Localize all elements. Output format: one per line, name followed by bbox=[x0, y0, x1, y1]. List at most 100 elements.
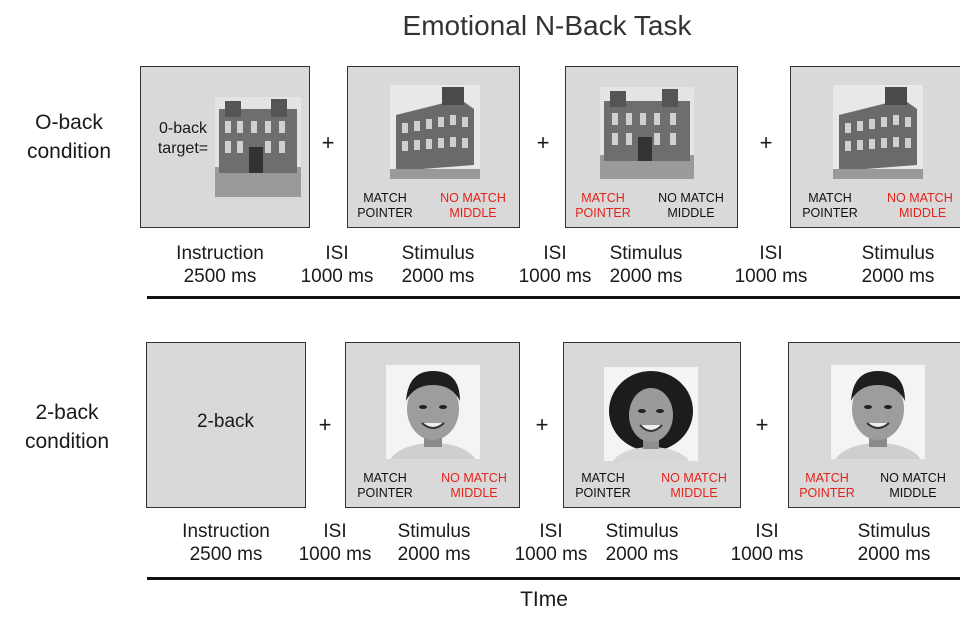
no-match-middle-label: NO MATCH MIDDLE bbox=[650, 471, 738, 501]
timing-stimulus: Stimulus 2000 ms bbox=[596, 242, 696, 288]
label-line: NO MATCH bbox=[880, 471, 946, 485]
timing-value: 2000 ms bbox=[857, 544, 931, 565]
label-line: POINTER bbox=[799, 486, 855, 500]
timing-value: 2500 ms bbox=[183, 266, 257, 287]
stimulus-panel-2: MATCH POINTER NO MATCH MIDDLE bbox=[563, 342, 741, 508]
instruction-line: target= bbox=[157, 140, 209, 157]
timing-value: 2000 ms bbox=[397, 544, 471, 565]
label-line: NO MATCH bbox=[440, 191, 506, 205]
timing-isi: ISI 1000 ms bbox=[292, 520, 378, 566]
label-line: POINTER bbox=[357, 206, 413, 220]
label-line: MATCH bbox=[805, 471, 849, 485]
label-line: MATCH bbox=[581, 191, 625, 205]
timing-isi: ISI 1000 ms bbox=[724, 520, 810, 566]
timing-label: Stimulus bbox=[397, 521, 471, 542]
timing-value: 1000 ms bbox=[300, 266, 374, 287]
label-line: MATCH bbox=[363, 191, 407, 205]
timing-value: 1000 ms bbox=[734, 266, 808, 287]
timing-label: Stimulus bbox=[401, 243, 475, 264]
building-stimulus-image bbox=[600, 87, 694, 179]
instruction-text: 2-back bbox=[196, 411, 255, 432]
timing-label: Stimulus bbox=[605, 521, 679, 542]
instruction-line: 0-back bbox=[158, 120, 208, 137]
timing-label: Instruction bbox=[176, 243, 264, 264]
timing-label: Stimulus bbox=[857, 521, 931, 542]
timing-stimulus: Stimulus 2000 ms bbox=[388, 242, 488, 288]
label-line: POINTER bbox=[802, 206, 858, 220]
timing-value: 1000 ms bbox=[518, 266, 592, 287]
timing-label: ISI bbox=[539, 521, 563, 542]
stimulus-panel-2: MATCH POINTER NO MATCH MIDDLE bbox=[565, 66, 738, 228]
instruction-panel-2back: 2-back bbox=[146, 342, 306, 508]
timing-value: 1000 ms bbox=[298, 544, 372, 565]
label-line: NO MATCH bbox=[658, 191, 724, 205]
fixation-cross: + bbox=[755, 412, 769, 437]
no-match-middle-label: NO MATCH MIDDLE bbox=[430, 471, 518, 501]
timing-isi: ISI 1000 ms bbox=[728, 242, 814, 288]
instruction-text: 0-back target= bbox=[147, 119, 219, 159]
no-match-middle-label: NO MATCH MIDDLE bbox=[869, 471, 957, 501]
face-stimulus-image bbox=[831, 365, 925, 459]
fixation-cross: + bbox=[318, 412, 332, 437]
condition-label-0back: O-back condition bbox=[4, 108, 134, 166]
condition-line: condition bbox=[26, 140, 112, 163]
timing-stimulus: Stimulus 2000 ms bbox=[592, 520, 692, 566]
label-line: MATCH bbox=[808, 191, 852, 205]
no-match-middle-label: NO MATCH MIDDLE bbox=[648, 191, 734, 221]
match-pointer-label: MATCH POINTER bbox=[350, 471, 420, 501]
timing-label: Instruction bbox=[182, 521, 270, 542]
timing-value: 2500 ms bbox=[189, 544, 263, 565]
building-target-image bbox=[215, 97, 301, 197]
timing-isi: ISI 1000 ms bbox=[508, 520, 594, 566]
label-line: MIDDLE bbox=[450, 486, 498, 500]
condition-line: O-back bbox=[35, 111, 103, 134]
timing-value: 2000 ms bbox=[609, 266, 683, 287]
stimulus-panel-1: MATCH POINTER NO MATCH MIDDLE bbox=[347, 66, 520, 228]
timing-stimulus: Stimulus 2000 ms bbox=[384, 520, 484, 566]
condition-line: condition bbox=[24, 430, 110, 453]
stimulus-panel-1: MATCH POINTER NO MATCH MIDDLE bbox=[345, 342, 520, 508]
building-stimulus-image bbox=[833, 85, 923, 179]
match-pointer-label: MATCH POINTER bbox=[793, 471, 861, 501]
label-line: POINTER bbox=[575, 486, 631, 500]
timing-value: 2000 ms bbox=[861, 266, 935, 287]
timing-value: 2000 ms bbox=[401, 266, 475, 287]
timeline-axis bbox=[147, 577, 960, 580]
label-line: NO MATCH bbox=[887, 191, 953, 205]
label-line: MIDDLE bbox=[667, 206, 715, 220]
fixation-cross: + bbox=[321, 130, 335, 155]
timing-value: 1000 ms bbox=[514, 544, 588, 565]
timing-label: ISI bbox=[323, 521, 347, 542]
stimulus-panel-3: MATCH POINTER NO MATCH MIDDLE bbox=[790, 66, 960, 228]
label-line: MIDDLE bbox=[899, 206, 947, 220]
diagram-title: Emotional N-Back Task bbox=[402, 10, 692, 41]
building-stimulus-image bbox=[390, 85, 480, 179]
label-line: NO MATCH bbox=[441, 471, 507, 485]
label-line: MIDDLE bbox=[889, 486, 937, 500]
label-line: POINTER bbox=[575, 206, 631, 220]
no-match-middle-label: NO MATCH MIDDLE bbox=[887, 191, 960, 221]
timing-stimulus: Stimulus 2000 ms bbox=[848, 242, 948, 288]
label-line: NO MATCH bbox=[661, 471, 727, 485]
timing-isi: ISI 1000 ms bbox=[294, 242, 380, 288]
timing-value: 1000 ms bbox=[730, 544, 804, 565]
timing-label: ISI bbox=[759, 243, 783, 264]
label-line: MIDDLE bbox=[670, 486, 718, 500]
no-match-middle-label: NO MATCH MIDDLE bbox=[430, 191, 516, 221]
timing-instruction: Instruction 2500 ms bbox=[168, 520, 284, 566]
timing-label: Stimulus bbox=[861, 243, 935, 264]
label-line: MATCH bbox=[581, 471, 625, 485]
timing-instruction: Instruction 2500 ms bbox=[162, 242, 278, 288]
timing-label: ISI bbox=[325, 243, 349, 264]
fixation-cross: + bbox=[759, 130, 773, 155]
timing-stimulus: Stimulus 2000 ms bbox=[844, 520, 944, 566]
timeline-axis bbox=[147, 296, 960, 299]
condition-label-2back: 2-back condition bbox=[2, 398, 132, 456]
match-pointer-label: MATCH POINTER bbox=[352, 191, 418, 221]
timing-value: 2000 ms bbox=[605, 544, 679, 565]
label-line: MIDDLE bbox=[449, 206, 497, 220]
face-stimulus-image bbox=[386, 365, 480, 459]
condition-line: 2-back bbox=[35, 401, 99, 424]
time-axis-label: TIme bbox=[520, 588, 568, 611]
fixation-cross: + bbox=[536, 130, 550, 155]
